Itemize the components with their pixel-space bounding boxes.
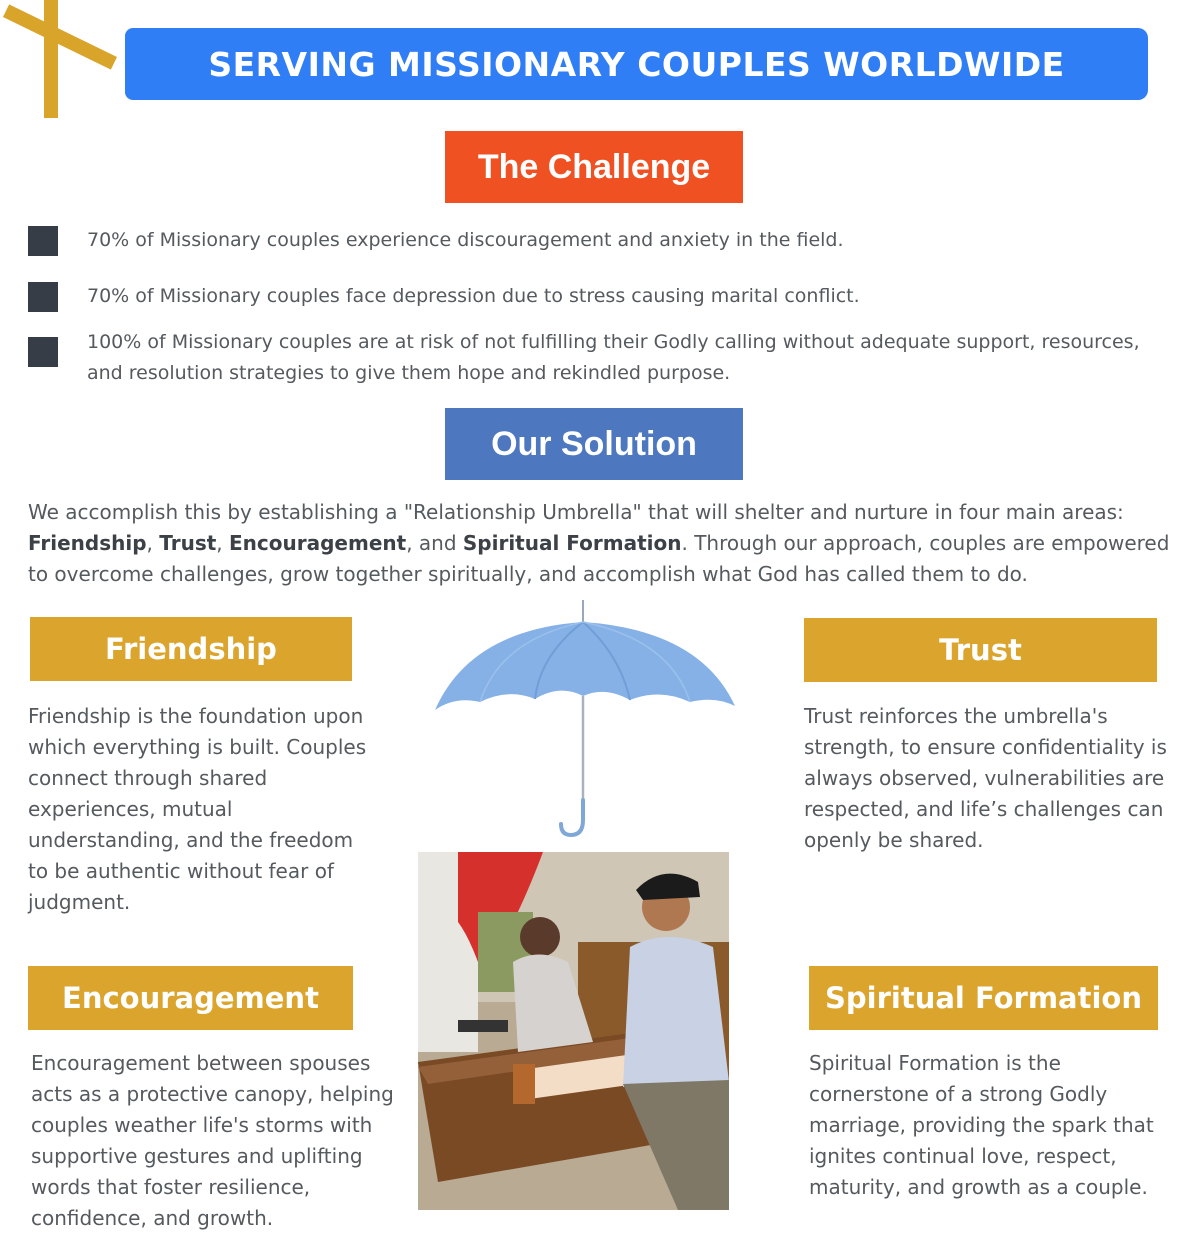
intro-sep: , and (406, 531, 463, 555)
trust-heading-box: Trust (804, 618, 1157, 682)
intro-sep: , (216, 531, 229, 555)
friendship-text: Friendship is the foundation upon which … (28, 704, 367, 914)
spiritual-formation-title: Spiritual Formation (825, 981, 1142, 1015)
banner-title: SERVING MISSIONARY COUPLES WORLDWIDE (208, 44, 1065, 84)
spiritual-formation-heading-box: Spiritual Formation (809, 966, 1158, 1030)
friendship-title: Friendship (105, 632, 277, 666)
intro-area: Friendship (28, 531, 147, 555)
trust-text: Trust reinforces the umbrella's strength… (804, 704, 1167, 852)
bullet-square (28, 337, 58, 367)
intro-area: Spiritual Formation (462, 531, 682, 555)
friendship-heading-box: Friendship (30, 617, 352, 681)
solution-title: Our Solution (491, 424, 697, 463)
solution-intro: We accomplish this by establishing a "Re… (28, 497, 1178, 590)
challenge-item: 70% of Missionary couples face depressio… (87, 285, 860, 307)
intro-sep: , (146, 531, 160, 555)
intro-area: Trust (159, 531, 217, 555)
challenge-item: 70% of Missionary couples experience dis… (87, 229, 844, 251)
umbrella-icon (435, 600, 735, 838)
encouragement-heading-box: Encouragement (28, 966, 353, 1030)
encouragement-text: Encouragement between spouses acts as a … (31, 1051, 394, 1230)
challenge-item: 100% of Missionary couples are at risk o… (87, 331, 1140, 384)
challenge-title: The Challenge (477, 147, 711, 186)
spiritual-formation-text: Spiritual Formation is the cornerstone o… (809, 1051, 1154, 1199)
bullet-square (28, 282, 58, 312)
couple-photo (418, 852, 729, 1210)
intro-area: Encouragement (229, 531, 407, 555)
trust-title: Trust (939, 633, 1022, 667)
encouragement-title: Encouragement (62, 981, 319, 1015)
title-banner: SERVING MISSIONARY COUPLES WORLDWIDE (125, 28, 1148, 100)
cross-icon-bar (3, 4, 117, 70)
bullet-square (28, 226, 58, 256)
intro-text: . Through our approach, couples are empo… (28, 531, 1170, 586)
solution-heading-box: Our Solution (445, 408, 743, 480)
challenge-heading-box: The Challenge (445, 131, 743, 203)
couple-photo-illustration (418, 852, 729, 1210)
cross-icon (44, 0, 58, 118)
intro-text: We accomplish this by establishing a "Re… (28, 500, 1124, 524)
